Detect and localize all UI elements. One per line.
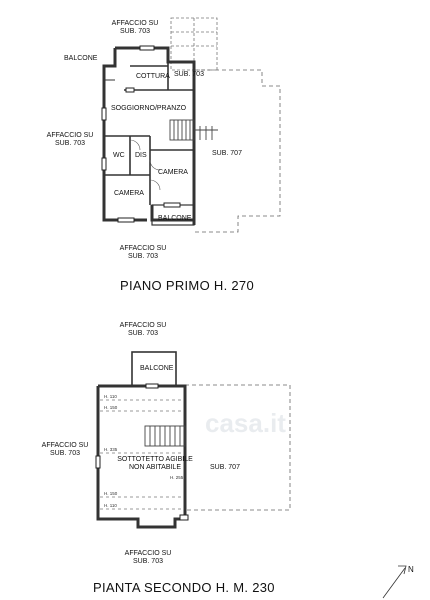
room-balcone-bottom: BALCONE (158, 215, 192, 222)
room-wc: WC (113, 152, 125, 159)
floor2-plan (95, 351, 291, 529)
room-balcone-top: BALCONE (64, 55, 98, 62)
height-h110-bottom: H. 110 (104, 503, 117, 508)
height-h110-top: H. 110 (104, 394, 117, 399)
north-label: N (408, 565, 414, 574)
north-arrow-icon (382, 565, 407, 599)
floor1-affaccio-left: AFFACCIO SU SUB. 703 (46, 132, 94, 147)
height-h255: H. 255 (170, 475, 184, 480)
height-h335: H. 335 (104, 447, 118, 452)
room-soggiorno: SOGGIORNO/PRANZO (111, 105, 187, 112)
floor1-affaccio-top: AFFACCIO SU SUB. 703 (111, 20, 159, 35)
room-sub703: SUB. 703 (174, 71, 204, 78)
floor2-affaccio-left: AFFACCIO SU SUB. 703 (41, 442, 89, 457)
floor2-affaccio-top: AFFACCIO SU SUB. 703 (119, 322, 167, 337)
room-sottotetto: SOTTOTETTO AGIBILE NON ABITABILE (117, 456, 193, 471)
floor2-affaccio-bottom: AFFACCIO SU SUB. 703 (124, 550, 172, 565)
height-h150-bottom: H. 150 (104, 491, 118, 496)
height-h150-top: H. 150 (104, 405, 118, 410)
room-balcone-floor2: BALCONE (140, 365, 174, 372)
watermark: casa.it (205, 408, 286, 438)
room-cottura: COTTURA (136, 73, 170, 80)
room-camera-1: CAMERA (158, 169, 188, 176)
floor1-affaccio-bottom: AFFACCIO SU SUB. 703 (119, 245, 167, 260)
floor1-title: PIANO PRIMO H. 270 (120, 278, 254, 293)
floor2-title: PIANTA SECONDO H. M. 230 (93, 580, 275, 595)
floor1-plan (101, 17, 281, 233)
room-camera-2: CAMERA (114, 190, 144, 197)
room-sub707-floor1: SUB. 707 (212, 150, 242, 157)
room-dis: DIS (135, 152, 147, 159)
room-sub707-floor2: SUB. 707 (210, 464, 240, 471)
